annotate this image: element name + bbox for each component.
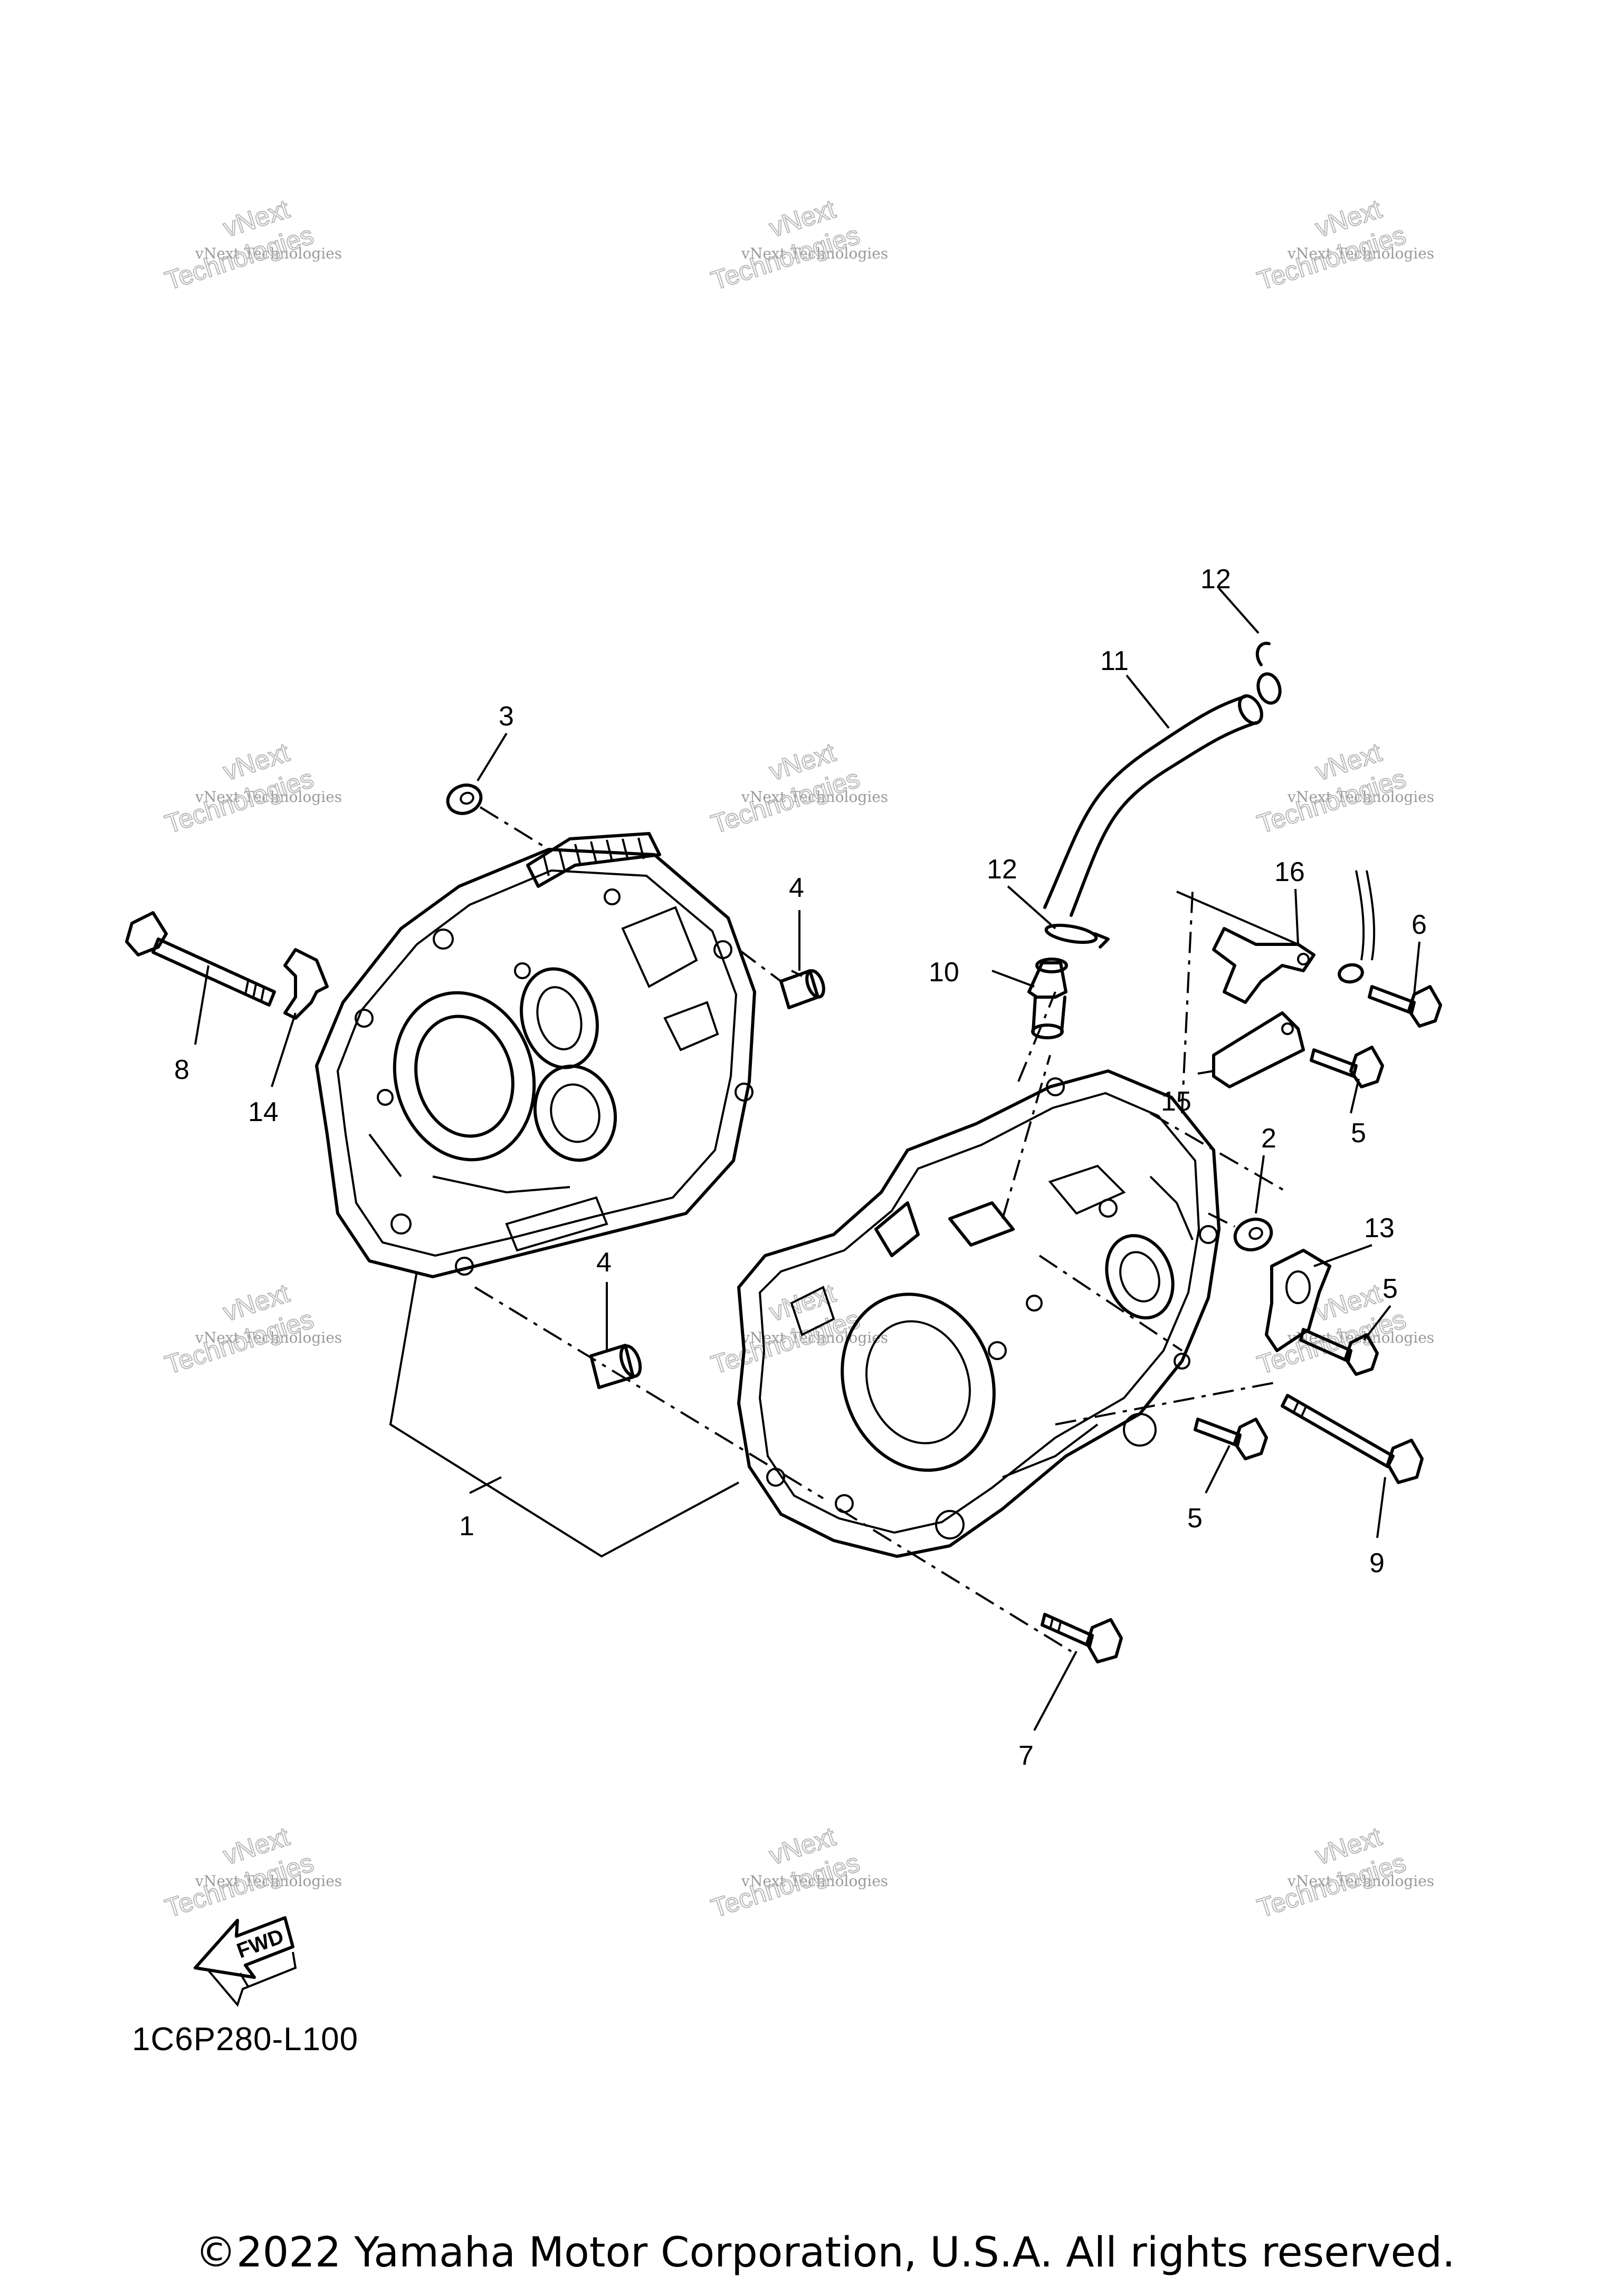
callout-10: 10 xyxy=(929,957,959,988)
callout-5-right: 5 xyxy=(1382,1274,1398,1304)
part-5-bolt-lower xyxy=(1194,1418,1268,1460)
callout-14: 14 xyxy=(248,1097,279,1127)
callout-6: 6 xyxy=(1412,910,1427,940)
callout-3: 3 xyxy=(499,701,514,732)
watermark: vNext Technologies vNext Technologies xyxy=(161,1821,342,1924)
watermark: vNext Technologies vNext Technologies xyxy=(707,737,888,840)
part-6-bolt xyxy=(1368,985,1442,1028)
callout-1: 1 xyxy=(459,1511,474,1542)
leader-lines xyxy=(194,587,1420,1731)
watermark: vNext Technologies vNext Technologies xyxy=(1253,194,1434,296)
assembly-line xyxy=(838,1508,1072,1652)
part-14-clip xyxy=(283,948,329,1020)
watermark: vNext Technologies vNext Technologies xyxy=(1253,1821,1434,1924)
watermark-text: vNext Technologies xyxy=(1287,1872,1434,1890)
watermark: vNext Technologies vNext Technologies xyxy=(1253,1278,1434,1381)
watermark: vNext Technologies vNext Technologies xyxy=(161,737,342,840)
watermark-group: vNext Technologies vNext Technologies vN… xyxy=(161,194,1434,1924)
watermark: vNext Technologies vNext Technologies xyxy=(707,1821,888,1924)
part-15-plate xyxy=(1212,1011,1305,1088)
diagram-code: 1C6P280-L100 xyxy=(132,2021,359,2058)
callout-5-lower: 5 xyxy=(1187,1503,1203,1534)
watermark-text: vNext Technologies xyxy=(195,245,342,262)
part-4-dowel-pin-upper xyxy=(738,949,825,1009)
assembly-line xyxy=(1150,1112,1288,1193)
part-11-hose xyxy=(1043,694,1263,917)
watermark-text: vNext Technologies xyxy=(741,1329,888,1346)
callout-13: 13 xyxy=(1364,1213,1395,1243)
callout-labels: 1 2 3 4 4 5 5 5 6 7 8 9 10 11 12 12 13 1… xyxy=(174,564,1427,1771)
watermark: vNext Technologies vNext Technologies xyxy=(161,194,342,296)
part-16-stay-bracket xyxy=(1176,891,1315,1004)
watermark-text: vNext Technologies xyxy=(1287,245,1434,262)
watermark: vNext Technologies vNext Technologies xyxy=(707,194,888,296)
callout-7: 7 xyxy=(1018,1740,1034,1771)
part-5-bolt-right xyxy=(1299,1328,1379,1376)
assembly-line xyxy=(1181,891,1194,1114)
callout-5-upper: 5 xyxy=(1351,1118,1366,1149)
watermark-text: vNext Technologies xyxy=(741,788,888,806)
part-13-plate xyxy=(1265,1249,1331,1352)
part-12-clamp-upper xyxy=(1255,642,1282,705)
part-2-washer xyxy=(1208,1212,1273,1251)
watermark-text: vNext Technologies xyxy=(741,1872,888,1890)
watermark: vNext Technologies vNext Technologies xyxy=(707,1278,888,1381)
assembly-line xyxy=(1055,1381,1277,1426)
callout-4-upper: 4 xyxy=(789,873,804,903)
assembly-line xyxy=(1002,1055,1051,1219)
part-4-dowel-pin-lower xyxy=(589,1344,642,1389)
callout-9: 9 xyxy=(1369,1548,1385,1578)
watermark-text: vNext Technologies xyxy=(195,1329,342,1346)
part-7-bolt xyxy=(1041,1613,1123,1663)
callout-11: 11 xyxy=(1100,646,1129,676)
callout-12-upper: 12 xyxy=(1200,564,1231,595)
watermark-text: vNext Technologies xyxy=(195,788,342,806)
watermark: vNext Technologies vNext Technologies xyxy=(161,1278,342,1381)
watermark-text: vNext Technologies xyxy=(195,1872,342,1890)
part-5-bolt-upper xyxy=(1310,1046,1384,1088)
part-9-bolt xyxy=(1281,1394,1424,1484)
lead-wire xyxy=(1338,870,1376,984)
callout-16: 16 xyxy=(1274,857,1305,887)
fwd-arrow: FWD xyxy=(194,1916,297,2007)
copyright-notice: ©2022 Yamaha Motor Corporation, U.S.A. A… xyxy=(195,2229,1455,2276)
watermark: vNext Technologies vNext Technologies xyxy=(1253,737,1434,840)
fwd-label: FWD xyxy=(234,1925,287,1963)
left-crankcase-half xyxy=(315,832,756,1278)
assembly-line xyxy=(1038,1255,1183,1352)
assembly-line xyxy=(474,1286,824,1499)
assembly-lines xyxy=(474,891,1288,1652)
callout-8: 8 xyxy=(174,1055,189,1085)
callout-12-lower: 12 xyxy=(987,854,1017,885)
part-10-fitting xyxy=(1027,958,1068,1039)
part-8-bolt xyxy=(125,911,276,1007)
part-3-washer xyxy=(446,783,550,850)
watermark-text: vNext Technologies xyxy=(741,245,888,262)
callout-4-lower: 4 xyxy=(596,1247,612,1278)
watermark-text: vNext Technologies xyxy=(1287,788,1434,806)
callout-15: 15 xyxy=(1161,1086,1191,1117)
part-12-clamp-lower xyxy=(1044,923,1110,949)
callout-2: 2 xyxy=(1261,1123,1276,1154)
right-crankcase-half xyxy=(737,1069,1220,1558)
